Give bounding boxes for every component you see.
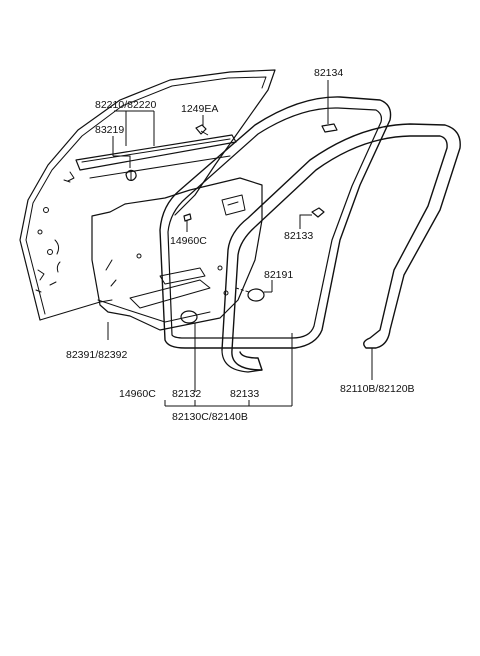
label-82134: 82134 [314, 67, 343, 79]
part-labels: 82134 82210/82220 1249EA 83219 14960C 82… [66, 67, 415, 423]
label-1249ea: 1249EA [181, 103, 218, 115]
clip-83219 [125, 169, 137, 181]
label-14960c-upper: 14960C [170, 235, 207, 247]
label-82191: 82191 [264, 269, 293, 281]
opening-weatherstrip [159, 96, 392, 349]
clip-82133-upper [311, 207, 325, 218]
door-trim-panel [91, 177, 263, 331]
plug-82132 [180, 310, 198, 324]
belt-molding [75, 134, 237, 179]
leader-lines [107, 80, 373, 407]
label-82133-upper: 82133 [284, 230, 313, 242]
label-82130c-82140b: 82130C/82140B [172, 411, 248, 423]
screw-1249ea [195, 124, 209, 136]
door-weatherstrip [221, 123, 461, 373]
label-82110b-82120b: 82110B/82120B [340, 383, 415, 395]
label-82391-82392: 82391/82392 [66, 349, 127, 361]
label-82133-lower: 82133 [230, 388, 259, 400]
door-panel [19, 69, 276, 321]
label-82210-82220: 82210/82220 [95, 99, 156, 111]
clip-14960c-upper [183, 213, 192, 222]
label-83219: 83219 [95, 124, 124, 136]
label-82132: 82132 [172, 388, 201, 400]
label-14960c-lower: 14960C [119, 388, 156, 400]
plug-82191 [235, 287, 265, 302]
clip-82134 [321, 123, 338, 133]
